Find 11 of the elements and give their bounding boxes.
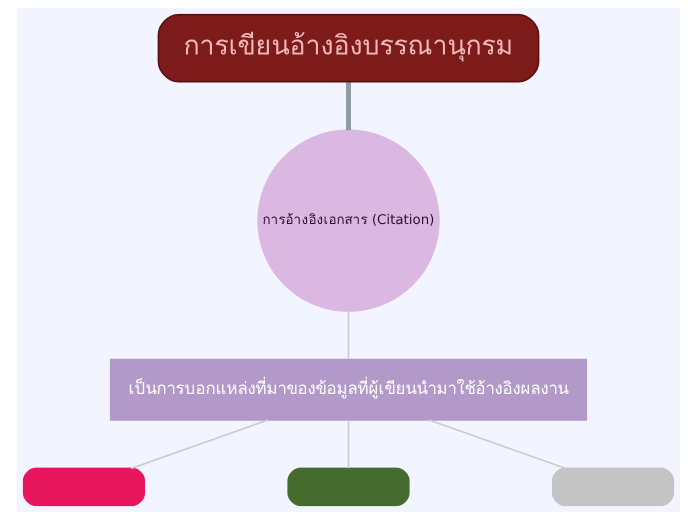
node-box: เป็นการบอกแหล่งที่มาของข้อมูลที่ผู้เขียนนำมาใช้อ้างอิงผลงาน [109,358,587,421]
node-box [286,468,410,506]
connector [428,419,566,470]
connector [130,419,268,470]
node-box: การเขียนอ้างอิงบรรณานุกรม [157,14,539,83]
connector [345,82,351,130]
node-circle: การอ้างอิงเอกสาร (Citation) [256,129,440,312]
connector [347,420,349,468]
node-box [551,468,674,506]
connector [347,312,349,359]
node-box [22,468,145,506]
